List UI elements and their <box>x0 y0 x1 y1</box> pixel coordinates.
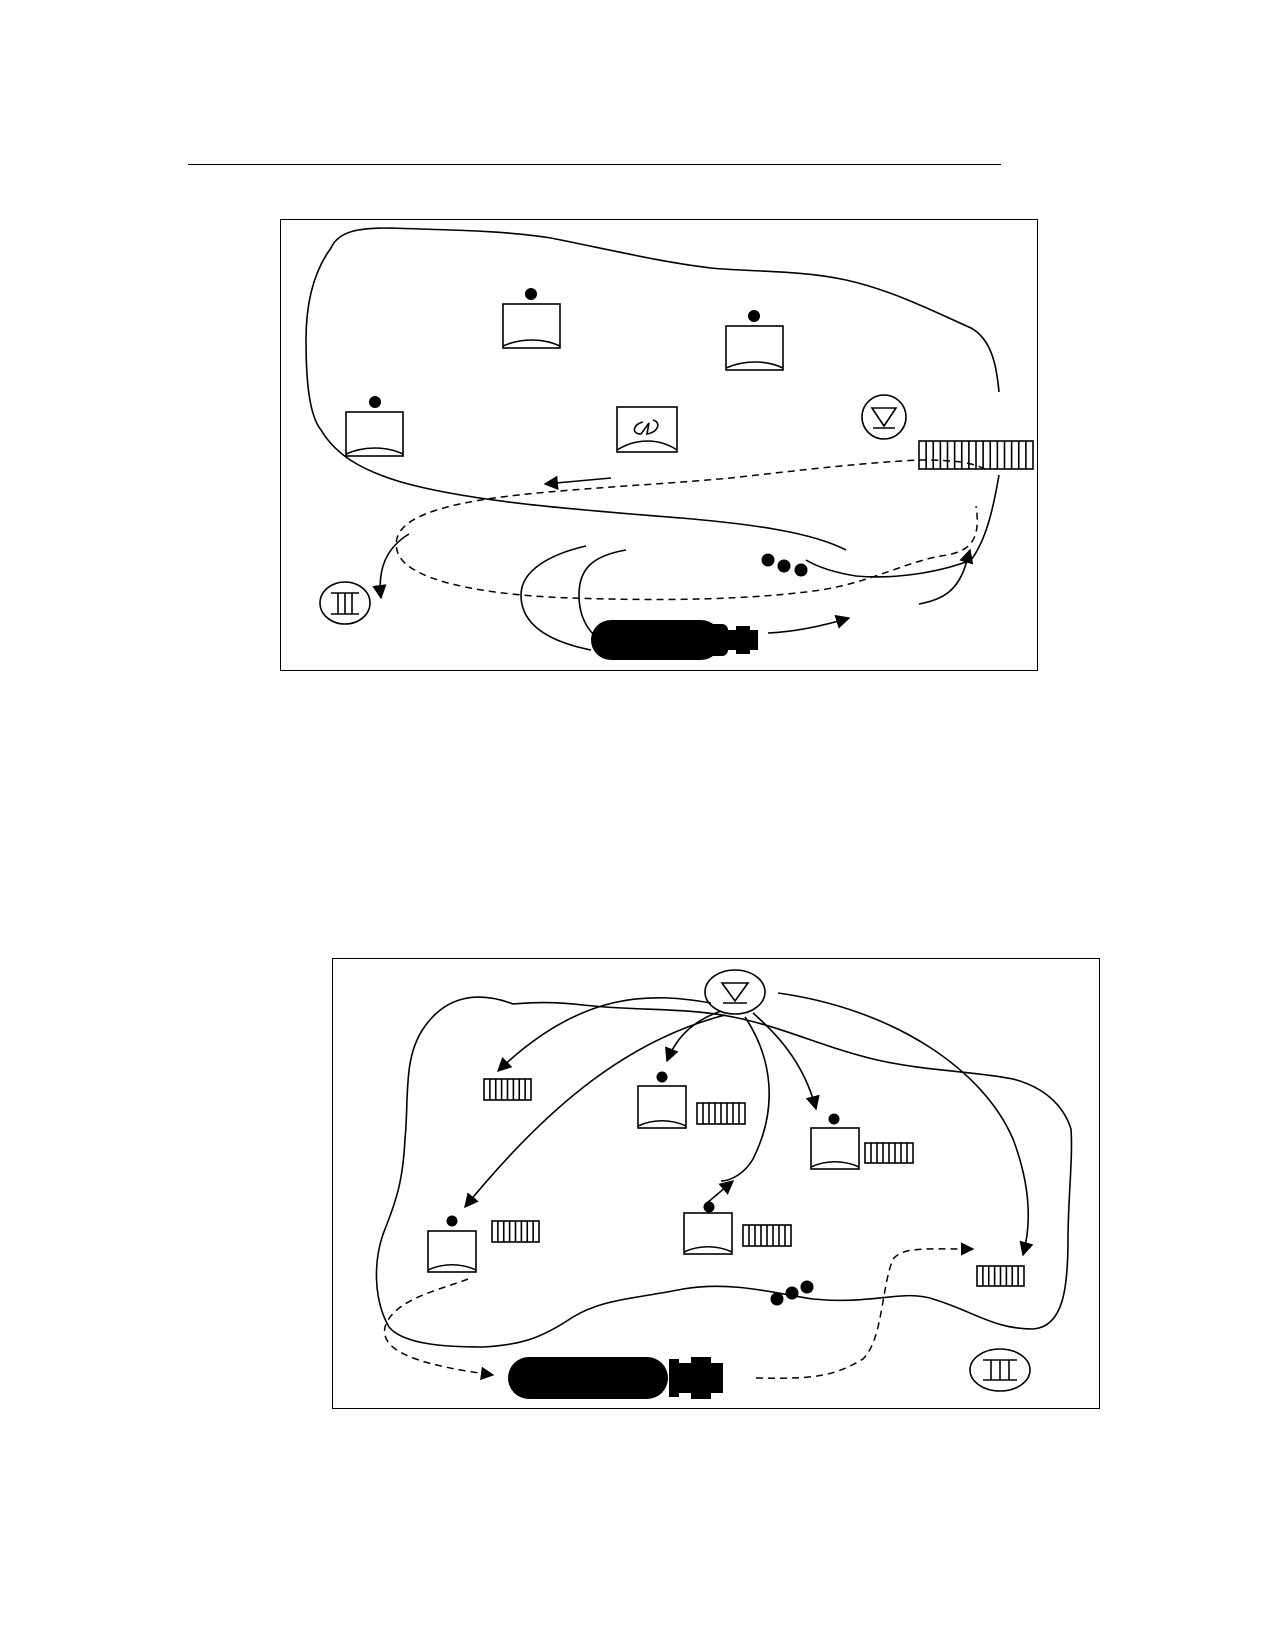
return-arrow <box>918 548 974 605</box>
region-boundary-lower <box>805 474 1000 578</box>
vehicle-icon <box>591 620 758 660</box>
three-dots-icon <box>761 553 808 577</box>
dispatch-arrow <box>496 997 712 1072</box>
unit-with-dot-icon <box>502 288 561 349</box>
dashed-route <box>383 1278 495 1381</box>
header-rule <box>188 164 1001 165</box>
tape-reel-icon <box>483 1078 532 1101</box>
dispatch-line <box>720 1016 770 1182</box>
region-boundary <box>375 996 1073 1348</box>
region-boundary <box>305 227 1000 551</box>
tape-reel-icon <box>491 1220 540 1243</box>
triangle-in-circle-icon <box>704 969 766 1015</box>
direction-arrow <box>543 475 612 490</box>
dispatch-arrow <box>777 992 1034 1257</box>
dispatch-arrow <box>706 1180 735 1204</box>
diagram-panel-1 <box>280 219 1038 671</box>
unit-with-dot-icon <box>427 1215 477 1273</box>
dispatch-arrow <box>665 1010 722 1063</box>
tape-reel-icon <box>976 1265 1025 1287</box>
dashed-route <box>395 459 986 601</box>
tape-reel-icon <box>696 1102 746 1125</box>
triangle-in-circle-icon <box>861 394 907 440</box>
unit-with-dot-icon <box>345 396 404 457</box>
unit-with-dot-icon <box>683 1201 733 1255</box>
roman-three-in-circle-icon <box>319 581 371 625</box>
roman-three-in-circle-icon <box>969 1348 1031 1392</box>
vehicle-exit-arrow <box>767 614 851 634</box>
dispatch-arrow <box>752 1012 820 1111</box>
dispatch-arrow <box>464 1014 726 1209</box>
arrow-to-depot <box>372 533 410 600</box>
unit-with-dot-icon <box>810 1113 860 1170</box>
computer-terminal-icon <box>616 406 678 453</box>
tape-reel-icon <box>918 440 1034 470</box>
unit-with-dot-icon <box>725 310 784 371</box>
diagram-panel-2 <box>332 958 1100 1409</box>
unit-with-dot-icon <box>637 1071 687 1129</box>
vehicle-icon <box>508 1357 723 1399</box>
three-dots-icon <box>770 1280 814 1306</box>
diagram-2-canvas <box>375 969 1073 1399</box>
diagram-1-canvas <box>305 227 1034 660</box>
dashed-route <box>755 1242 975 1379</box>
tape-reel-icon <box>742 1224 792 1247</box>
tape-reel-icon <box>864 1142 914 1164</box>
route-line <box>520 545 592 651</box>
